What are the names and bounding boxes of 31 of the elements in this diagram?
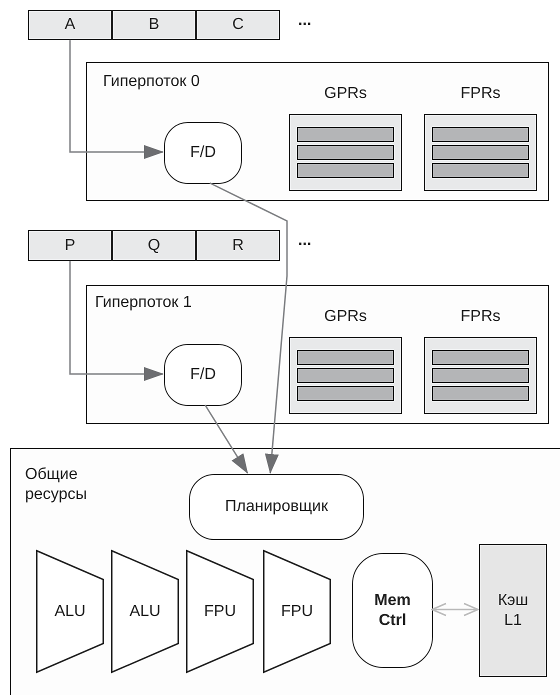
arrow: [204, 404, 248, 474]
register-file-title: GPRs: [323, 308, 368, 326]
queue-cell: A: [28, 10, 112, 40]
rounded-box: F/D: [164, 344, 242, 406]
unit-label: FPU: [281, 602, 313, 620]
register-file-title: FPRs: [460, 85, 502, 103]
register-file-title: FPRs: [460, 308, 502, 326]
queue-cell: R: [196, 230, 280, 261]
thread-panel: [86, 285, 549, 424]
cache-block: Кэш L1: [479, 544, 547, 677]
arrow: [69, 40, 164, 159]
shared-resources-panel: [10, 448, 560, 695]
rounded-box: Планировщик: [189, 474, 364, 540]
unit-label: FPU: [204, 602, 236, 620]
thread-panel: [86, 62, 549, 201]
panel-title: Гиперпоток 0: [103, 73, 200, 91]
ellipsis-label: ...: [298, 12, 312, 30]
arrow: [431, 602, 479, 616]
arrow: [69, 261, 164, 381]
rounded-box: F/D: [164, 122, 242, 184]
panel-title: Общие ресурсы: [25, 465, 88, 505]
panel-title: Гиперпоток 1: [95, 294, 192, 312]
unit-label: ALU: [54, 602, 86, 620]
queue-cell: P: [28, 230, 112, 261]
queue-cell: Q: [112, 230, 196, 261]
register-file-title: GPRs: [323, 85, 368, 103]
queue-cell: B: [112, 10, 196, 40]
unit-label: ALU: [129, 602, 161, 620]
queue-cell: C: [196, 10, 280, 40]
rounded-box: Mem Ctrl: [352, 553, 433, 668]
ellipsis-label: ...: [298, 232, 312, 250]
